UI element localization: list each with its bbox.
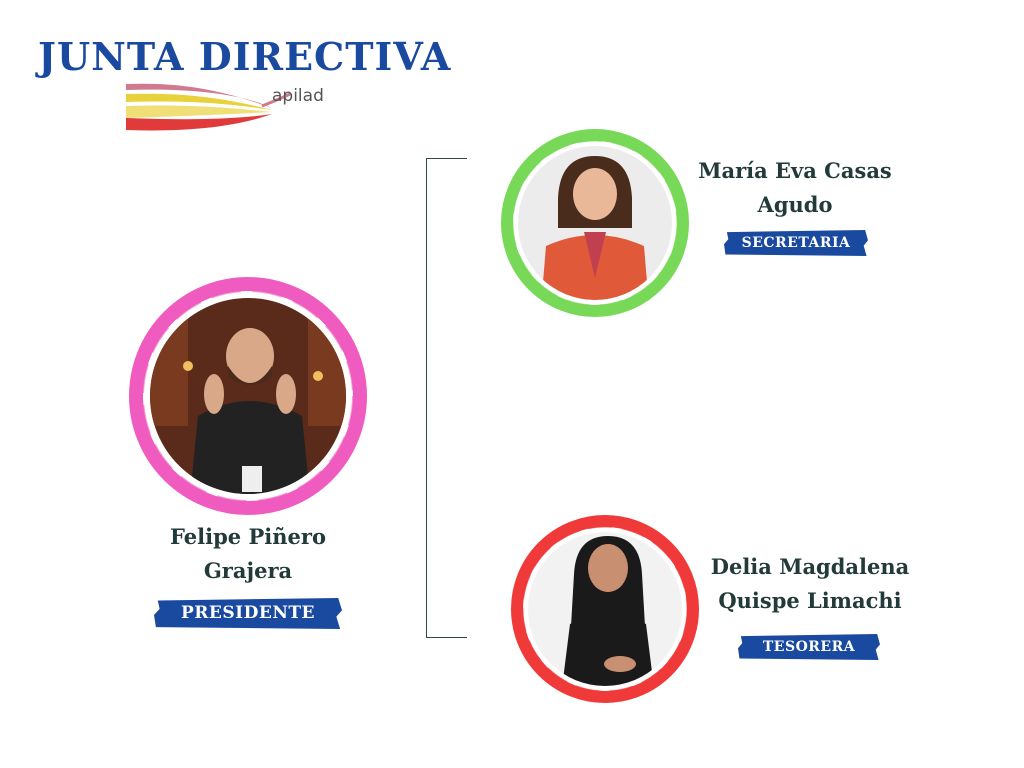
secretary-photo	[500, 128, 690, 318]
secretary-name-line1: María Eva Casas	[698, 158, 892, 183]
secretary-name: María Eva Casas Agudo	[690, 154, 900, 222]
treasurer-name: Delia Magdalena Quispe Limachi	[700, 550, 920, 618]
secretary-role-badge: SECRETARIA	[724, 230, 868, 256]
treasurer-avatar	[511, 515, 699, 703]
president-role-badge: PRESIDENTE	[154, 598, 342, 629]
treasurer-name-line1: Delia Magdalena	[710, 554, 910, 579]
president-name-line2: Grajera	[203, 558, 293, 583]
page-title: JUNTA DIRECTIVA	[38, 34, 452, 79]
logo-wordmark: apilad	[272, 86, 324, 106]
apilad-logo	[126, 83, 291, 131]
treasurer-photo	[510, 514, 700, 704]
treasurer-name-line2: Quispe Limachi	[718, 588, 902, 613]
secretary-name-line2: Agudo	[757, 192, 833, 217]
president-photo	[128, 276, 368, 516]
president-avatar	[129, 277, 367, 515]
secretary-avatar	[501, 129, 689, 317]
president-name-line1: Felipe Piñero	[170, 524, 326, 549]
president-name: Felipe Piñero Grajera	[148, 520, 348, 588]
org-connector-line	[426, 158, 467, 638]
treasurer-role-badge: TESORERA	[738, 634, 880, 660]
